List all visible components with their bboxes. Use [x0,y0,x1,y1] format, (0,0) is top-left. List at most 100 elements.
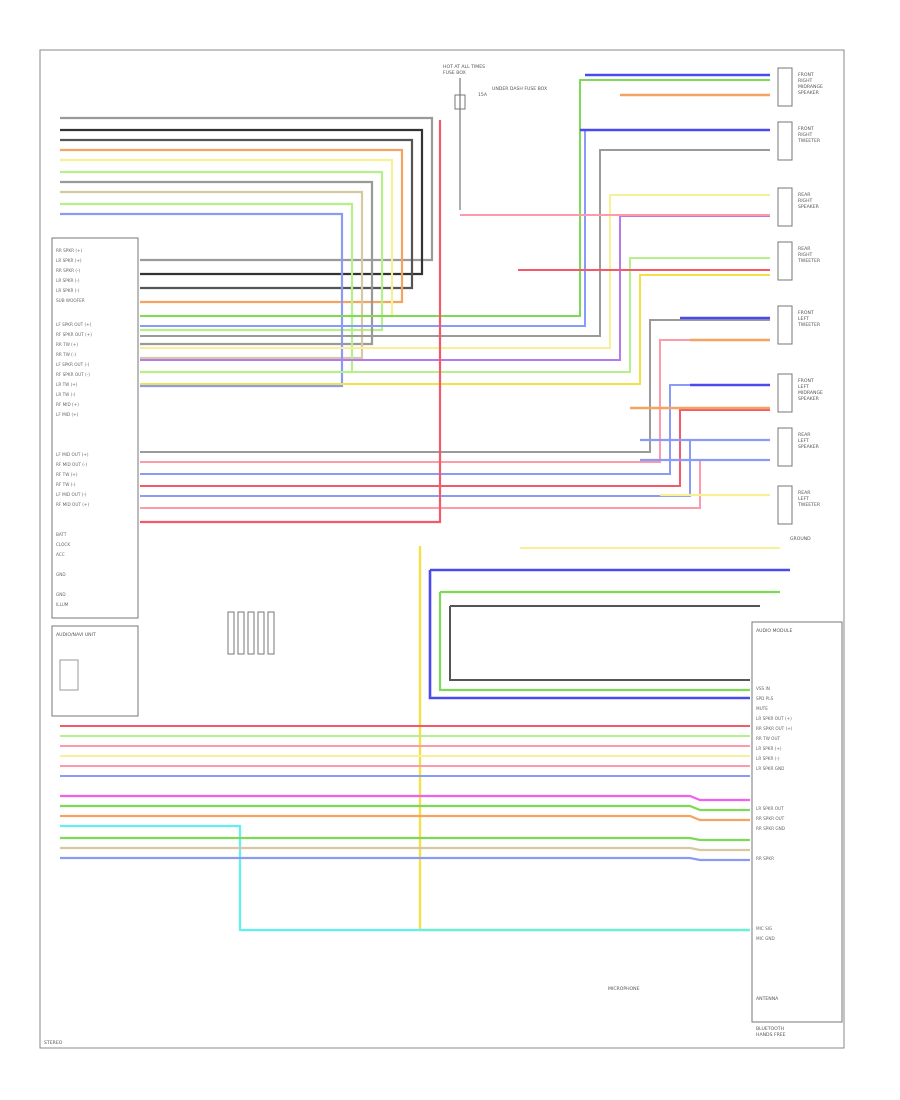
speaker-wire [140,257,770,373]
svg-text:LR SPKR GND: LR SPKR GND [756,766,784,771]
svg-text:LR TW (-): LR TW (-) [56,392,76,397]
speaker-wire [140,409,770,487]
diagram-border [39,49,845,1049]
speaker-label: FRONT [798,126,814,132]
long-wire [428,570,750,700]
speaker-symbol [777,427,793,467]
svg-text:LR SPKR OUT: LR SPKR OUT [756,806,784,811]
speaker-symbol [777,121,793,161]
long-wire [418,546,750,932]
speaker-symbol [777,241,793,281]
bluetooth-label: BLUETOOTH [756,1026,784,1032]
speaker-label: REAR [798,432,811,438]
svg-text:LF SPKR OUT (-): LF SPKR OUT (-) [56,362,90,367]
svg-text:SPD PLS: SPD PLS [756,696,774,701]
microphone-label: MICROPHONE [608,986,640,992]
wires [60,73,790,932]
speaker-symbol [777,485,793,525]
speaker-label: SPEAKER [798,444,820,450]
hands-free-label: HANDS FREE [756,1032,786,1038]
speaker-wire [140,194,770,349]
speaker-label: MIDRANGE [798,84,823,90]
speaker-label: REAR [798,246,811,252]
fuse-note: UNDER DASH FUSE BOX [492,86,547,92]
svg-text:LR SPKR (+): LR SPKR (+) [756,746,782,751]
speaker-label: FRONT [798,310,814,316]
speaker-symbol [777,305,793,345]
page-label: STEREO [44,1040,63,1046]
inline-connector [237,611,245,655]
svg-text:GND: GND [56,572,66,577]
speaker-label: TWEETER [797,502,821,508]
speaker-label: SPEAKER [798,90,820,96]
audio-module-box [751,621,843,1023]
lower-left-label: AUDIO/NAVI UNIT [56,632,96,638]
speakers: FRONTRIGHTMIDRANGESPEAKERFRONTRIGHTTWEET… [777,67,823,525]
harness-wire [60,148,404,304]
ground-label: GROUND [790,536,811,542]
speaker-label: RIGHT [798,78,813,84]
svg-text:ACC: ACC [56,552,65,557]
svg-text:RF SPKR OUT (+): RF SPKR OUT (+) [56,332,92,337]
inline-connector [267,611,275,655]
fuse-label-a: HOT AT ALL TIMES [443,64,485,70]
svg-text:LF MID (+): LF MID (+) [56,412,79,417]
speaker-label: RIGHT [798,252,813,258]
lower-left-module [51,625,139,717]
svg-text:RR SPKR OUT: RR SPKR OUT [756,816,785,821]
speaker-label: LEFT [798,438,809,444]
speaker-symbol [777,373,793,413]
speaker-symbol [777,67,793,107]
speaker-wire [140,149,770,337]
svg-text:LR SPKR (-): LR SPKR (-) [56,278,80,283]
speaker-label: REAR [798,192,811,198]
inline-connector [227,611,235,655]
svg-text:LR SPKR (-): LR SPKR (-) [756,756,780,761]
svg-text:RR SPKR OUT (+): RR SPKR OUT (+) [756,726,793,731]
svg-text:GND: GND [56,592,66,597]
module-wire [60,856,750,862]
svg-text:RF SPKR OUT (-): RF SPKR OUT (-) [56,372,90,377]
harness-wire [60,128,424,276]
svg-text:VSS IN: VSS IN [756,686,770,691]
speaker-wire [140,79,770,317]
module-wire [60,824,750,932]
speaker-label: SPEAKER [798,396,820,402]
svg-text:RF TW (-): RF TW (-) [56,482,76,487]
module-wire [60,836,750,842]
svg-text:RF MID (+): RF MID (+) [56,402,79,407]
svg-text:LF MID OUT (+): LF MID OUT (+) [56,452,89,457]
svg-text:RF MID OUT (-): RF MID OUT (-) [56,462,87,467]
svg-text:LR SPKR (+): LR SPKR (+) [56,258,82,263]
fuse-block: HOT AT ALL TIMES FUSE BOX 15A UNDER DASH… [443,64,547,210]
module-wire [60,814,750,822]
svg-text:LR SPKR OUT (+): LR SPKR OUT (+) [756,716,792,721]
audio-module-label: AUDIO MODULE [756,628,793,634]
inline-connector [247,611,255,655]
speaker-label: FRONT [798,378,814,384]
module-wire [60,804,750,812]
fuse-label-c: 15A [478,92,488,98]
harness-wire [60,170,384,332]
speaker-label: RIGHT [798,198,813,204]
svg-text:MUTE: MUTE [756,706,768,711]
speaker-wire [140,459,770,509]
speaker-label: TWEETER [797,138,821,144]
svg-text:RR TW OUT: RR TW OUT [756,736,781,741]
svg-text:RF MID OUT (+): RF MID OUT (+) [56,502,89,507]
harness-wire [60,190,364,360]
audio-unit-box [51,237,139,619]
speaker-wire [140,319,770,453]
harness-wire [60,212,344,388]
svg-text:MIC SIG: MIC SIG [756,926,772,931]
svg-text:RR TW (+): RR TW (+) [56,342,78,347]
audio-module-pins: VSS IN SPD PLS MUTE LR SPKR OUT (+) RR S… [756,686,793,941]
antenna-label: ANTENNA [756,996,779,1002]
